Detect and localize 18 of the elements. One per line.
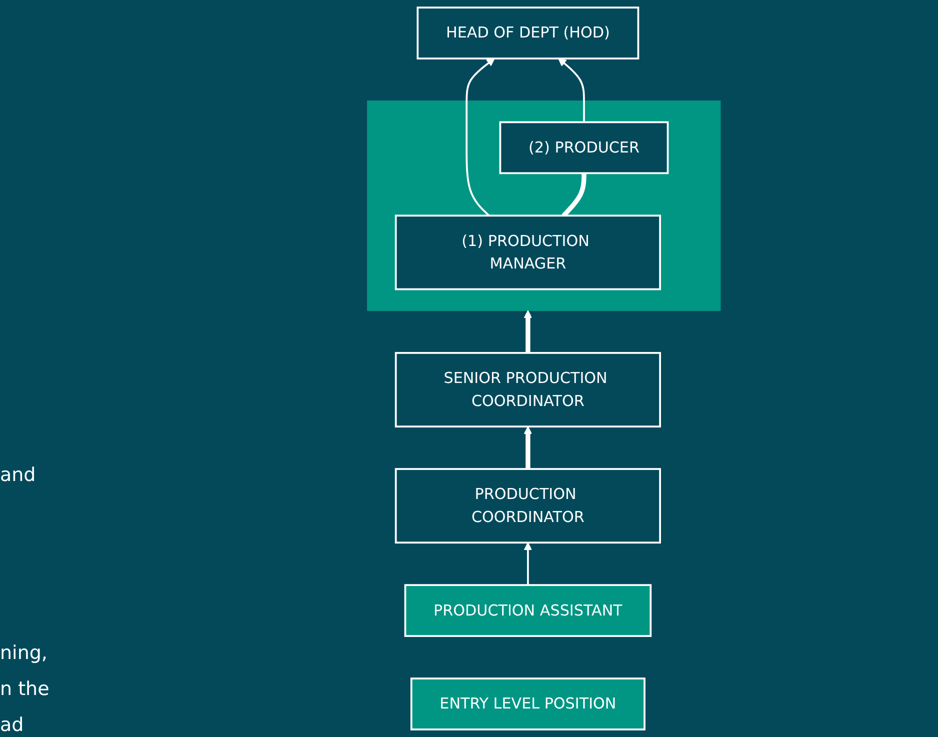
node-box: (1) PRODUCTION MANAGER xyxy=(395,214,662,290)
arrow xyxy=(524,310,532,353)
arrow xyxy=(466,58,495,216)
cluster xyxy=(367,100,721,311)
body-text: and xyxy=(0,463,36,488)
node-box: ENTRY LEVEL POSITION xyxy=(410,678,646,730)
node-box: HEAD OF DEPT (HOD) xyxy=(416,6,640,60)
body-text: ning, xyxy=(0,641,48,666)
node-box: SENIOR PRODUCTION COORDINATOR xyxy=(395,352,662,428)
node-box: PRODUCTION ASSISTANT xyxy=(404,584,652,637)
arrow xyxy=(524,426,532,469)
connector xyxy=(562,173,586,218)
body-text: ad xyxy=(0,713,24,737)
arrow xyxy=(558,58,586,122)
node-box: (2) PRODUCER xyxy=(499,121,669,174)
body-text: n the xyxy=(0,677,50,702)
node-box: PRODUCTION COORDINATOR xyxy=(395,468,662,544)
arrow xyxy=(524,542,532,586)
